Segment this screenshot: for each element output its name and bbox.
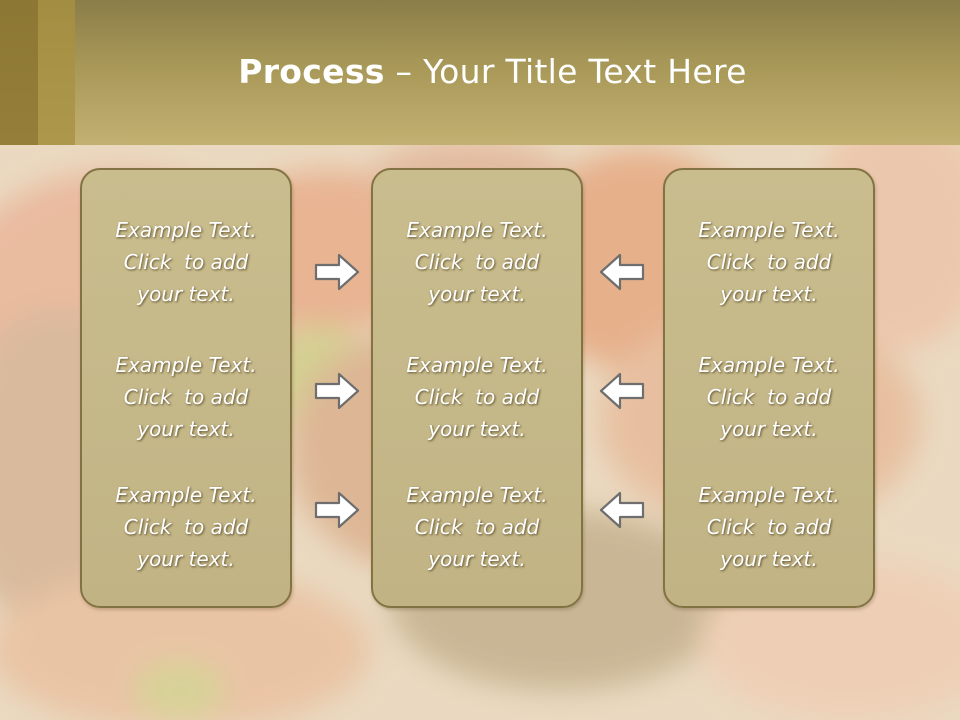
box-text[interactable]: Example Text. Click to add your text. <box>115 483 257 571</box>
arrow-right-icon <box>314 253 360 291</box>
process-box-right[interactable]: Example Text. Click to add your text. Ex… <box>663 168 875 608</box>
arrow-left-icon <box>599 253 645 291</box>
header-accent-stripe <box>0 0 38 145</box>
arrow-right-icon <box>314 491 360 529</box>
box-text[interactable]: Example Text. Click to add your text. <box>406 353 548 441</box>
box-text[interactable]: Example Text. Click to add your text. <box>115 353 257 441</box>
box-text[interactable]: Example Text. Click to add your text. <box>115 218 257 306</box>
title-rest: – Your Title Text Here <box>384 52 747 91</box>
title-bold: Process <box>238 52 385 91</box>
arrow-left-icon <box>599 491 645 529</box>
box-text[interactable]: Example Text. Click to add your text. <box>406 483 548 571</box>
header-accent-stripe <box>38 0 75 145</box>
box-text[interactable]: Example Text. Click to add your text. <box>698 218 840 306</box>
box-text[interactable]: Example Text. Click to add your text. <box>698 483 840 571</box>
title-bar: Process – Your Title Text Here <box>0 0 960 145</box>
process-box-center[interactable]: Example Text. Click to add your text. Ex… <box>371 168 583 608</box>
slide-title[interactable]: Process – Your Title Text Here <box>0 52 960 91</box>
arrow-left-icon <box>599 372 645 410</box>
box-text[interactable]: Example Text. Click to add your text. <box>406 218 548 306</box>
box-text[interactable]: Example Text. Click to add your text. <box>698 353 840 441</box>
process-box-left[interactable]: Example Text. Click to add your text. Ex… <box>80 168 292 608</box>
arrow-right-icon <box>314 372 360 410</box>
